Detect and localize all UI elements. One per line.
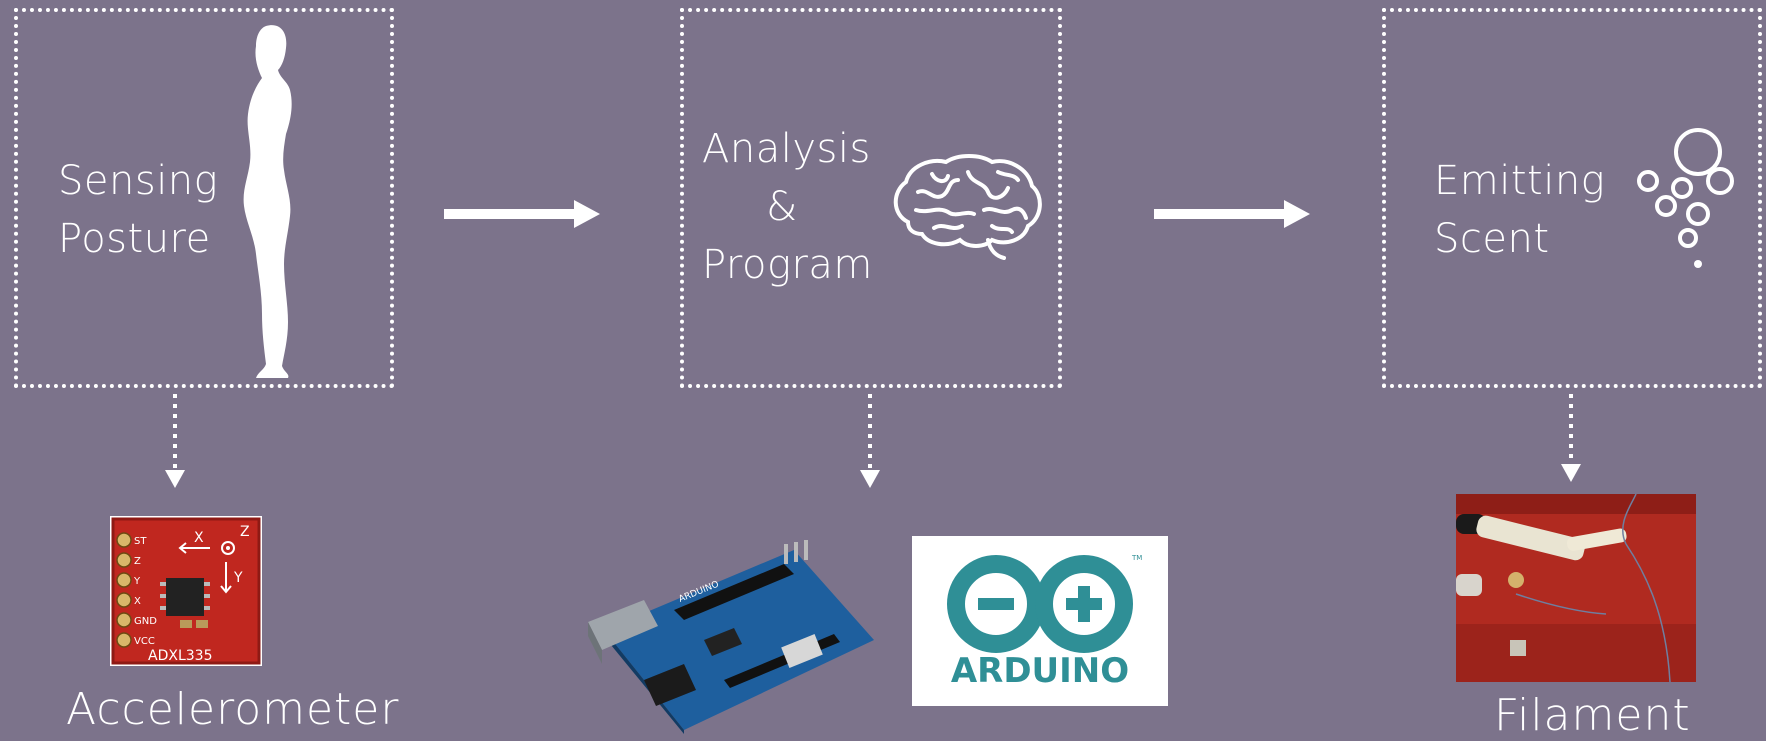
pin-label: GND <box>134 616 157 627</box>
stage-label-analysis: Analysis & Program <box>702 120 873 294</box>
stage-box-analysis <box>680 8 1062 388</box>
stage-label-line: Posture <box>58 216 211 262</box>
accelerometer-board: ST Z Y X GND VCC ADXL335 X Y Z <box>111 517 261 665</box>
caption-filament: Filament <box>1494 690 1691 741</box>
arduino-logo-text: ARDUINO <box>951 651 1129 691</box>
arduino-logo: ARDUINO TM <box>912 536 1168 706</box>
pin-label: Z <box>134 556 141 567</box>
brain-icon <box>893 154 1042 260</box>
filament-image <box>1456 494 1696 682</box>
stage-label-line: & <box>766 184 798 230</box>
stage-label-line: Analysis <box>702 126 871 172</box>
stage-label-line: Scent <box>1434 216 1550 262</box>
connector-accelerometer <box>165 394 185 488</box>
pin-label: ST <box>134 536 147 547</box>
stage-box-emitting <box>1382 8 1762 388</box>
axis-label-z: Z <box>240 524 250 540</box>
pin-label: X <box>134 596 141 607</box>
axis-label-y: Y <box>233 570 243 586</box>
stage-label-line: Sensing <box>58 158 219 204</box>
axis-label-x: X <box>194 530 204 546</box>
arduino-board-image: ARDUINO <box>588 540 874 734</box>
stage-label-line: Program <box>702 242 873 288</box>
pin-label: Y <box>133 576 141 587</box>
stage-label-line: Emitting <box>1434 158 1606 204</box>
connector-arduino <box>860 394 880 488</box>
human-silhouette-icon <box>243 25 292 378</box>
stage-box-sensing <box>14 8 394 388</box>
trademark: TM <box>1131 554 1142 562</box>
chip-label: ADXL335 <box>148 648 212 664</box>
caption-accelerometer: Accelerometer <box>66 684 400 735</box>
bubbles-icon <box>1637 128 1734 268</box>
pin-label: VCC <box>134 636 155 647</box>
flow-arrow-2 <box>1154 200 1310 228</box>
connector-filament <box>1561 394 1581 482</box>
flow-arrow-1 <box>444 200 600 228</box>
accelerometer-image: ST Z Y X GND VCC ADXL335 X Y Z <box>110 516 262 666</box>
stage-label-sensing: Sensing Posture <box>58 152 218 268</box>
stage-label-emitting: Emitting Scent <box>1434 152 1605 268</box>
